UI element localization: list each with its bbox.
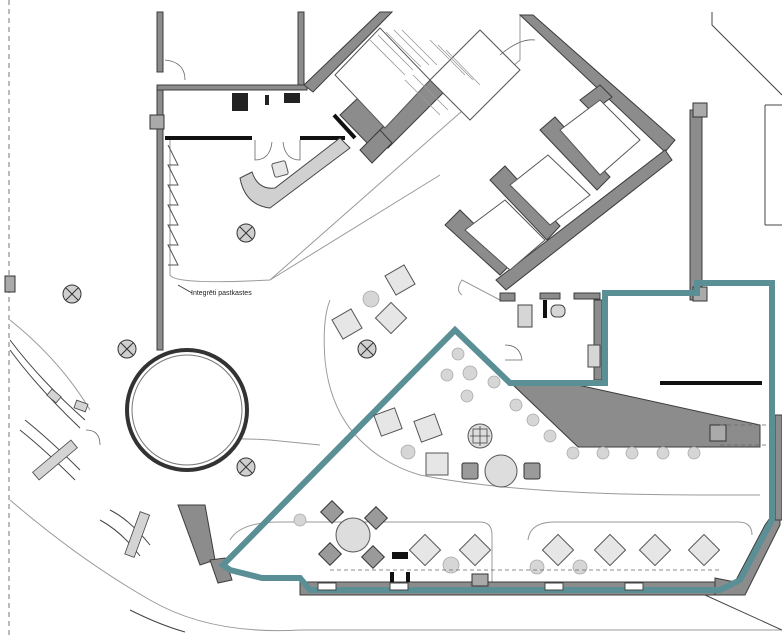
walls: [156, 11, 782, 596]
door-swings: [85, 39, 536, 446]
storage-units: [232, 93, 300, 111]
mailbox-wall: [167, 144, 179, 266]
light-fixtures: [62, 223, 377, 477]
grid-table: [470, 426, 490, 446]
stair-core: [334, 27, 641, 271]
reception-counter: [239, 137, 351, 209]
adjacent-building: [704, 12, 782, 631]
stair-treads: [369, 29, 481, 116]
facade-glazing: [32, 388, 151, 558]
restroom-fixtures: [517, 304, 601, 368]
annotation-leader: [177, 284, 193, 294]
dining-chairs: [317, 462, 541, 570]
plant-dots: [293, 290, 701, 575]
entry-markers: [390, 552, 410, 582]
facade-windows: [317, 582, 644, 591]
curved-facade: [9, 339, 186, 633]
round-atrium: [125, 348, 249, 472]
round-atrium-inner: [131, 354, 243, 466]
mailbox-annotation-label: Integrēti pastkastes: [191, 290, 252, 297]
reception-chair: [271, 160, 289, 178]
partitions: [165, 113, 762, 385]
round-tables: [335, 423, 518, 553]
floor-zone-outlines: [9, 15, 782, 632]
armchairs: [331, 264, 721, 567]
highlighted-zone-outline: [218, 280, 775, 593]
